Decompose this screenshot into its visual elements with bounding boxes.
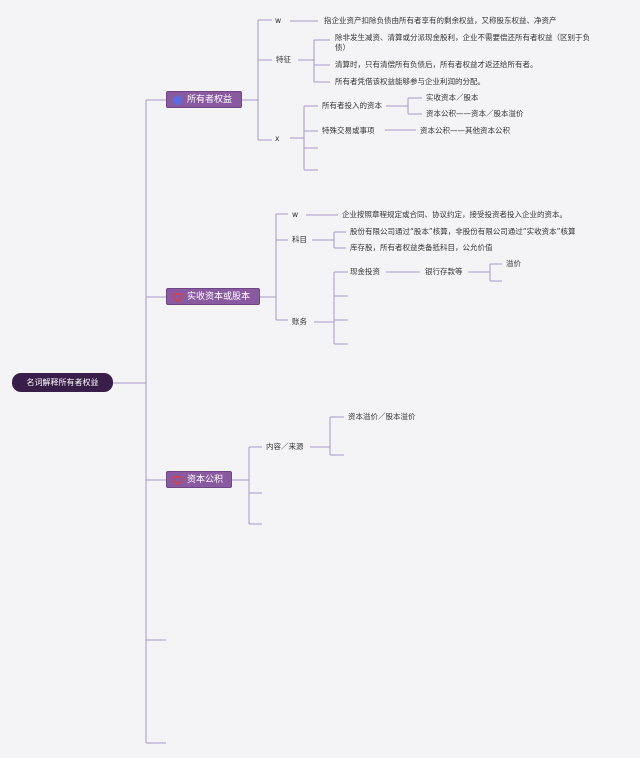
pic-bank: 银行存款等 — [425, 267, 463, 276]
pic-w-desc: 企业按照章程规定或合同、协议约定，接受投资者投入企业的资本。 — [342, 210, 567, 219]
pic-premium: 溢价 — [506, 259, 521, 268]
pic-w: w — [292, 210, 299, 219]
pic-cash-invest: 现金投资 — [350, 267, 380, 276]
oe-x: x — [275, 134, 280, 143]
pic-ledger: 账务 — [292, 317, 307, 326]
topic-capital-surplus[interactable]: 资本公积 — [166, 471, 232, 488]
topic-label: 资本公积 — [187, 475, 224, 485]
heart-icon — [172, 293, 183, 303]
heart-icon — [172, 476, 183, 486]
pic-account: 科目 — [292, 235, 307, 244]
oe-special: 特殊交易或事项 — [322, 126, 375, 135]
oe-trait-1: 除非发生减资、清算或分派现金股利，企业不需要偿还所有者权益（区别于负债） — [335, 33, 590, 52]
topic-owners-equity[interactable]: 所有者权益 — [166, 91, 242, 108]
oe-w-desc: 指企业资产扣除负债由所有者享有的剩余权益，又称股东权益、净资产 — [324, 16, 557, 25]
topic-label: 所有者权益 — [187, 95, 233, 105]
oe-w: w — [275, 16, 282, 25]
oe-trait-3: 所有者凭借该权益能够参与企业利润的分配。 — [335, 77, 485, 86]
pic-account-1: 股份有限公司通过“股本”核算，非股份有限公司通过“实收资本”核算 — [350, 227, 576, 236]
oe-owner-input: 所有者投入的资本 — [322, 101, 382, 110]
oe-paid-in: 实收资本／股本 — [426, 93, 479, 102]
oe-trait-2: 清算时，只有清偿所有负债后，所有者权益才返还给所有者。 — [335, 60, 538, 69]
oe-surplus-chain: 资本公积——资本／股本溢价 — [426, 109, 524, 118]
topic-paid-in-capital[interactable]: 实收资本或股本 — [166, 288, 260, 305]
root-topic[interactable]: 名词解释所有者权益 — [12, 373, 113, 392]
oe-traits: 特征 — [276, 55, 291, 64]
cs-content: 内容／来源 — [266, 442, 304, 451]
pic-account-2: 库存股，所有者权益类备抵科目，公允价值 — [350, 243, 493, 252]
cs-premium: 资本溢价／股本溢价 — [348, 412, 416, 421]
circle-icon — [172, 95, 183, 106]
oe-other-surplus: 资本公积——其他资本公积 — [420, 126, 510, 135]
topic-label: 实收资本或股本 — [187, 292, 251, 302]
